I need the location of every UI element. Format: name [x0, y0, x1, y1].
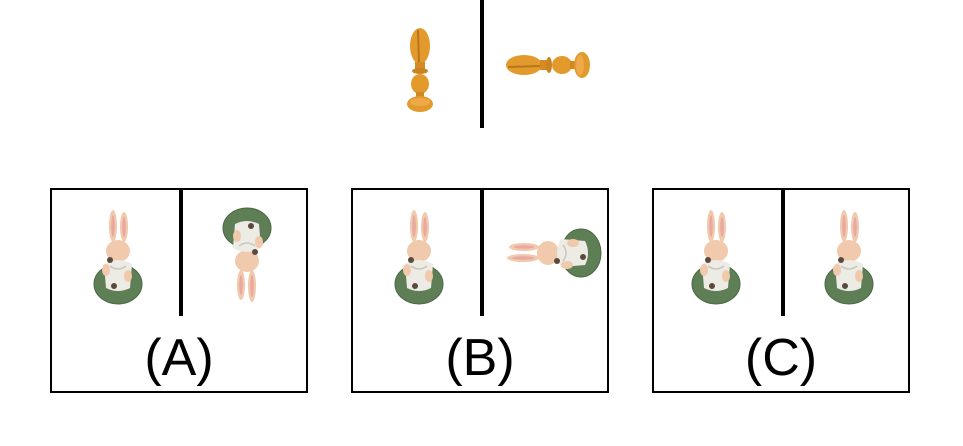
option-a-divider	[179, 190, 183, 316]
reference-right-figure	[505, 51, 591, 79]
option-a-right-figure	[222, 207, 272, 303]
option-b[interactable]: (B)	[351, 188, 609, 393]
option-b-right-figure	[506, 228, 602, 278]
option-c-right-figure	[824, 209, 874, 305]
option-c-divider	[781, 190, 785, 316]
bunny-rotated-icon	[506, 228, 602, 278]
pawn-figure-rotated-icon	[505, 51, 591, 79]
option-a[interactable]: (A)	[50, 188, 308, 393]
reference-divider	[480, 0, 484, 128]
option-b-label: (B)	[445, 329, 515, 387]
option-a-left-figure	[93, 209, 143, 305]
option-c-left-figure	[691, 209, 741, 305]
bunny-icon	[691, 209, 741, 305]
option-a-label: (A)	[144, 329, 214, 387]
option-c[interactable]: (C)	[652, 188, 910, 393]
bunny-upside-down-icon	[222, 207, 272, 303]
bunny-icon	[93, 209, 143, 305]
bunny-icon	[824, 209, 874, 305]
option-b-left-figure	[394, 209, 444, 305]
reference-left-figure	[406, 27, 434, 113]
bunny-icon	[394, 209, 444, 305]
option-c-label: (C)	[744, 329, 818, 387]
option-b-divider	[480, 190, 484, 316]
pawn-figure-icon	[406, 27, 434, 113]
